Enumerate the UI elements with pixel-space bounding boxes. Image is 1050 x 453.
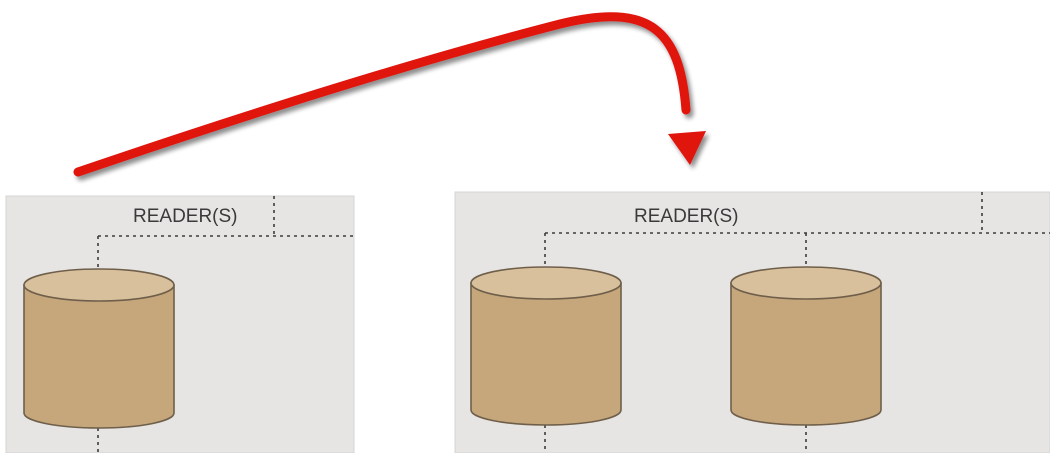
left-reader-label: READER(S) xyxy=(133,206,238,227)
right-panel: READER(S) xyxy=(455,192,1050,453)
arrow-head xyxy=(668,131,706,165)
database-cylinder-icon xyxy=(731,267,881,425)
left-panel: READER(S) xyxy=(6,196,354,453)
transition-arrow-icon xyxy=(78,17,706,172)
right-reader-label: READER(S) xyxy=(634,206,739,227)
database-cylinder-icon xyxy=(471,267,621,425)
database-cylinder-icon xyxy=(24,269,174,428)
arrow-shaft xyxy=(78,17,686,172)
